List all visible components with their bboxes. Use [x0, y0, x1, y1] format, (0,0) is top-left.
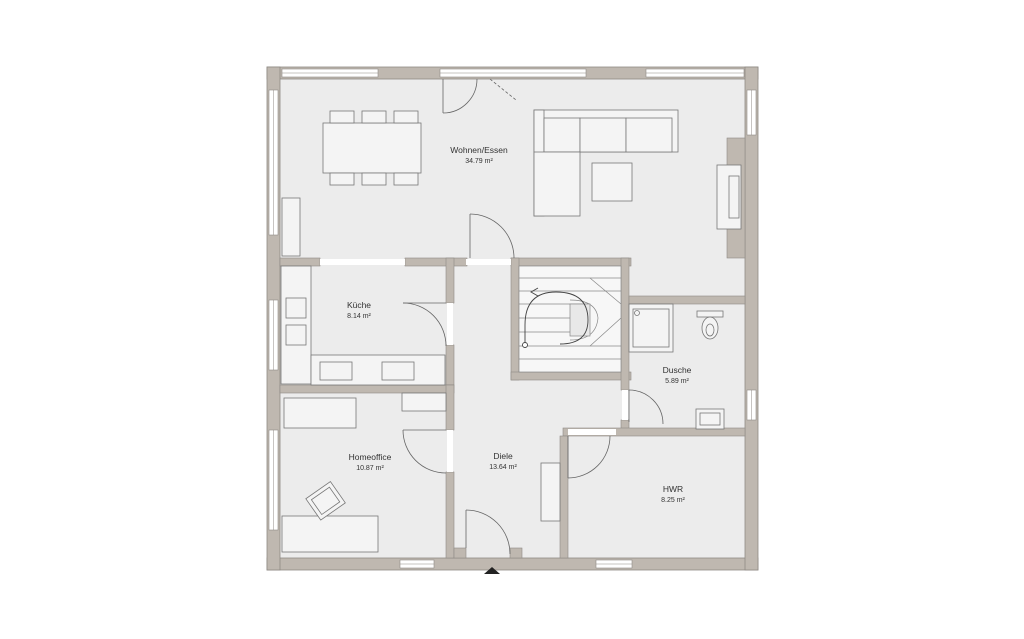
window-glass-lines	[273, 72, 752, 565]
wardrobe	[540, 462, 561, 522]
homeoffice-furniture	[281, 392, 447, 553]
room-name-wohnen-essen: Wohnen/Essen	[450, 145, 508, 155]
kitchen-counters	[280, 197, 446, 386]
room-labels: Wohnen/Essen 34.79 m² Küche 8.14 m² Dusc…	[347, 145, 692, 504]
fireplace	[716, 164, 742, 230]
room-area-homeoffice: 10.87 m²	[356, 465, 384, 472]
room-area-kueche: 8.14 m²	[347, 313, 371, 320]
room-area-diele: 13.64 m²	[489, 464, 517, 471]
stair-direction	[522, 287, 589, 348]
bathroom-fixtures	[628, 303, 725, 430]
room-name-diele: Diele	[493, 451, 513, 461]
room-area-wohnen-essen: 34.79 m²	[465, 158, 493, 165]
door-openings	[320, 259, 628, 472]
room-name-hwr: HWR	[663, 484, 683, 494]
room-area-dusche: 5.89 m²	[665, 378, 689, 385]
room-name-kueche: Küche	[347, 300, 371, 310]
sofa	[533, 109, 679, 217]
staircase	[518, 265, 622, 373]
dining-table	[322, 110, 422, 186]
room-area-hwr: 8.25 m²	[661, 497, 685, 504]
room-name-dusche: Dusche	[663, 365, 692, 375]
entrance-arrow-icon	[484, 567, 500, 574]
room-name-homeoffice: Homeoffice	[349, 452, 392, 462]
doors	[402, 78, 664, 555]
